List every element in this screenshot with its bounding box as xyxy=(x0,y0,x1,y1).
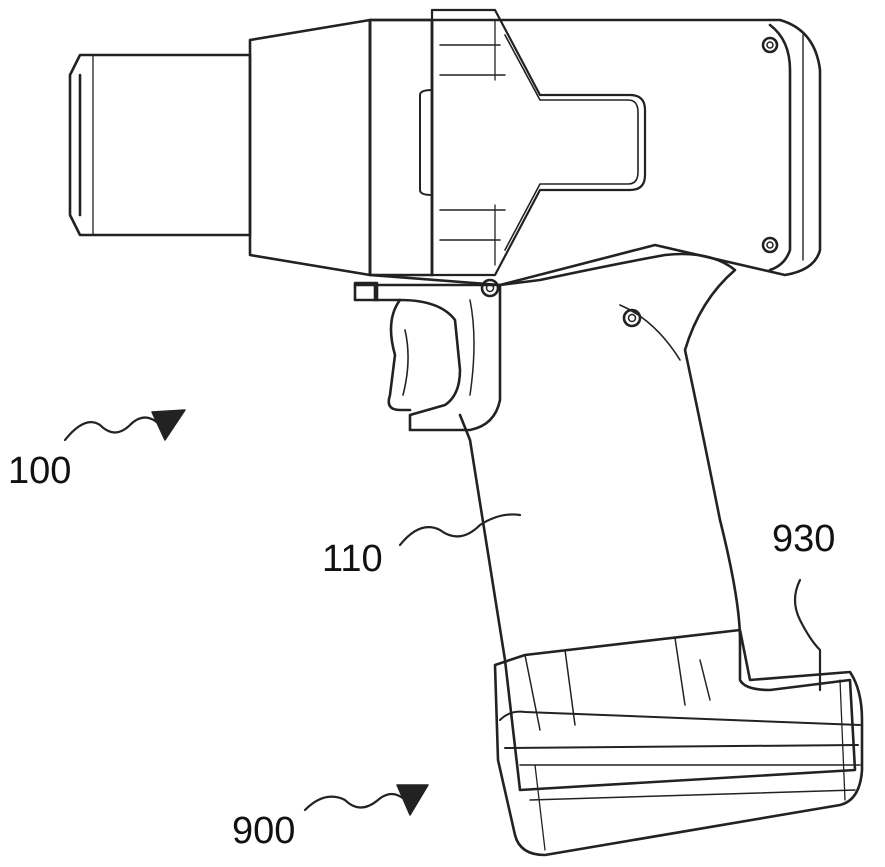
leader-930 xyxy=(793,578,822,692)
reference-label-battery-feature: 930 xyxy=(772,518,836,560)
nose-cylinder xyxy=(68,53,252,237)
main-body xyxy=(368,18,822,287)
reference-label-tool: 100 xyxy=(8,450,72,492)
trigger xyxy=(353,281,502,432)
leader-110 xyxy=(398,513,522,547)
front-housing xyxy=(248,18,372,277)
reference-label-battery-pack: 900 xyxy=(232,810,296,852)
battery-pack xyxy=(493,628,864,857)
leader-100 xyxy=(63,409,186,442)
reference-label-handle: 110 xyxy=(322,538,383,580)
belt-clip xyxy=(419,8,647,277)
handle-grip xyxy=(458,252,857,792)
leader-900 xyxy=(303,784,429,816)
